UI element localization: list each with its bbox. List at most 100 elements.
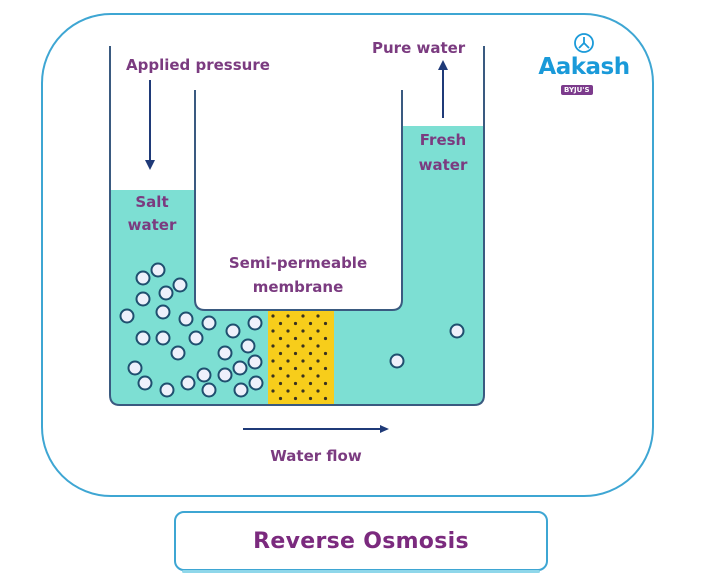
outer-frame: [41, 13, 654, 497]
pure-water-label: Pure water: [372, 39, 466, 57]
applied-pressure-arrow: [145, 80, 155, 170]
membrane-pore: [308, 366, 313, 371]
inner-divider: [194, 90, 403, 311]
membrane-pore: [293, 336, 298, 341]
solute-particle: [172, 277, 188, 293]
membrane-pore: [286, 389, 290, 393]
membrane-pore: [316, 389, 320, 393]
membrane-pore: [316, 344, 320, 348]
membrane-pore: [301, 314, 305, 318]
solute-particle: [158, 285, 174, 301]
solute-particle: [248, 375, 264, 391]
solute-particle: [127, 360, 143, 376]
fresh-water-label-1: Fresh: [420, 131, 466, 149]
solute-particle: [155, 330, 171, 346]
membrane-pore: [323, 336, 328, 341]
solute-particle: [201, 315, 217, 331]
pure-water-arrow: [438, 60, 448, 118]
membrane-pore: [316, 374, 320, 378]
membrane-pore: [286, 359, 290, 363]
logo-name: Aakash: [538, 54, 630, 80]
applied-pressure-label: Applied pressure: [126, 56, 270, 74]
membrane-pore: [293, 396, 298, 401]
solute-particle: [135, 330, 151, 346]
title-box: Reverse Osmosis: [174, 511, 548, 573]
membrane-pore: [323, 351, 328, 356]
membrane-pore: [301, 329, 305, 333]
membrane-pore: [278, 366, 283, 371]
solute-particle: [137, 375, 153, 391]
solute-particles: [119, 262, 465, 398]
solute-particle: [155, 304, 171, 320]
membrane-pore: [308, 336, 313, 341]
solute-particle: [217, 367, 233, 383]
salt-water-fill: [110, 126, 484, 405]
water-flow-label: Water flow: [270, 447, 362, 465]
solute-particle: [247, 354, 263, 370]
membrane-pore: [271, 314, 275, 318]
salt-water-label-2: water: [128, 216, 177, 234]
solute-particle: [196, 367, 212, 383]
membrane-pore: [323, 396, 328, 401]
solute-particle: [159, 382, 175, 398]
membrane-pore: [278, 396, 283, 401]
membrane-pore: [286, 344, 290, 348]
membrane-pore: [301, 389, 305, 393]
solute-particle: [201, 382, 217, 398]
membrane-pore: [293, 366, 298, 371]
membrane-pore: [278, 351, 283, 356]
membrane-pore: [271, 329, 275, 333]
solute-particle: [150, 262, 166, 278]
membrane-label-1: Semi-permeable: [229, 254, 367, 272]
logo-badge: BYJU'S: [561, 85, 593, 95]
membrane-pores: [271, 314, 328, 401]
membrane-pore: [308, 396, 313, 401]
membrane-pore: [271, 389, 275, 393]
membrane-pore: [271, 374, 275, 378]
membrane-pore: [323, 321, 328, 326]
solute-particle: [178, 311, 194, 327]
membrane-pore: [316, 329, 320, 333]
solute-particle: [449, 323, 465, 339]
fresh-water-label-2: water: [419, 156, 468, 174]
membrane-pore: [316, 359, 320, 363]
solute-particle: [170, 345, 186, 361]
membrane-pore: [316, 314, 320, 318]
membrane-pore: [286, 374, 290, 378]
membrane-pore: [271, 359, 275, 363]
membrane-pore: [271, 344, 275, 348]
membrane-pore: [301, 374, 305, 378]
membrane-pore: [278, 336, 283, 341]
membrane-pore: [278, 321, 283, 326]
membrane-label-2: membrane: [253, 278, 344, 296]
salt-water-label-1: Salt: [135, 193, 168, 211]
solute-particle: [232, 360, 248, 376]
membrane-pore: [293, 321, 298, 326]
membrane-pore: [308, 351, 313, 356]
membrane-pore: [308, 321, 313, 326]
container-outline: [109, 46, 485, 406]
solute-particle: [217, 345, 233, 361]
membrane-pore: [301, 344, 305, 348]
solute-particle: [135, 291, 151, 307]
solute-particle: [225, 323, 241, 339]
membrane-pore: [286, 314, 290, 318]
membrane-pore: [323, 366, 328, 371]
solute-particle: [389, 353, 405, 369]
semi-permeable-membrane: [268, 310, 334, 405]
water-flow-arrow: [243, 425, 389, 433]
solute-particle: [135, 270, 151, 286]
membrane-pore: [323, 381, 328, 386]
solute-particle: [247, 315, 263, 331]
membrane-pore: [293, 351, 298, 356]
membrane-pore: [286, 329, 290, 333]
membrane-pore: [293, 381, 298, 386]
solute-particle: [119, 308, 135, 324]
solute-particle: [188, 330, 204, 346]
aakash-logo: Aakash BYJU'S: [534, 32, 634, 102]
solute-particle: [233, 382, 249, 398]
membrane-pore: [278, 381, 283, 386]
solute-particle: [180, 375, 196, 391]
diagram-title: Reverse Osmosis: [253, 528, 469, 554]
